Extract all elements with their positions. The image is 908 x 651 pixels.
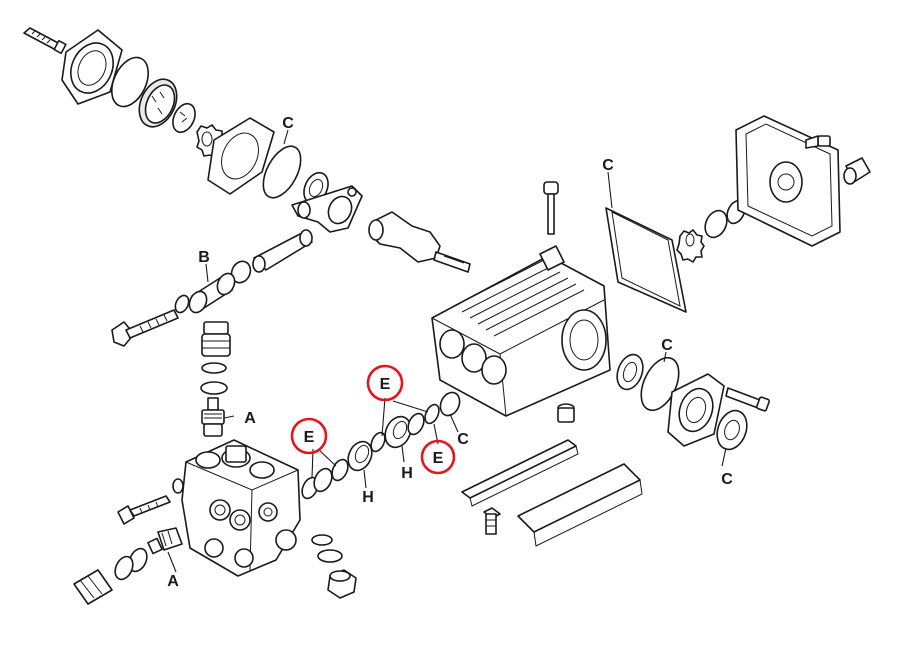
plunger-bolt — [111, 309, 179, 347]
highlight-circles — [290, 364, 456, 475]
label-c-oil-seal: C — [721, 471, 733, 488]
bolt-top-left — [23, 27, 67, 55]
label-a-bottom: A — [167, 573, 179, 590]
o-ring-top-left — [111, 56, 149, 108]
label-h-left: H — [362, 489, 374, 506]
highlight-circle-e-2 — [290, 417, 328, 455]
o-ring-a-2 — [200, 381, 228, 395]
mounting-rail-2 — [517, 463, 643, 547]
label-c-right-ring: C — [661, 337, 673, 354]
oil-seal-c — [716, 409, 748, 451]
bearing-right — [616, 353, 644, 391]
drain-o-ring — [317, 549, 343, 563]
label-c-gasket: C — [602, 157, 614, 174]
gasket-c-rectangle — [605, 207, 687, 313]
bearing-cover-top-left — [61, 29, 123, 105]
seal-e-4 — [407, 412, 425, 436]
plunger-guide — [252, 229, 313, 273]
connecting-rod — [291, 185, 363, 233]
washer-b — [230, 260, 252, 284]
label-e-2: E — [304, 429, 315, 446]
highlight-circle-e-3 — [420, 439, 456, 475]
mounting-rail-1 — [461, 439, 579, 507]
rail-bolt — [483, 507, 501, 535]
bearing-flange — [667, 373, 725, 447]
label-b: B — [198, 249, 210, 266]
cover-plug — [843, 157, 871, 185]
valve-plug-top — [201, 321, 231, 357]
manifold-bolt — [117, 495, 171, 525]
drain-washer — [311, 534, 333, 546]
highlight-circle-e-1 — [366, 364, 404, 402]
shaft-seal-top-left — [172, 102, 196, 134]
crankshaft — [368, 211, 471, 273]
label-c-top: C — [282, 115, 294, 132]
crankcase — [431, 245, 611, 417]
valve-a-bottom — [147, 527, 183, 555]
label-e-3: E — [433, 450, 444, 467]
seal-e-5 — [424, 403, 440, 425]
o-ring-a-1 — [201, 362, 227, 374]
manifold-washer — [172, 478, 184, 494]
label-h-right: H — [401, 465, 413, 482]
valve-plug-bottom — [73, 569, 113, 605]
washer-small-b — [174, 294, 190, 314]
flange-bolt — [725, 387, 770, 412]
drain-plug — [327, 569, 357, 599]
seal-e-2 — [313, 467, 333, 493]
seal-h-right — [384, 415, 412, 449]
seal-h-left — [347, 440, 373, 472]
rear-cover — [735, 115, 841, 247]
valve-a-top — [201, 397, 225, 437]
dipstick — [543, 181, 559, 235]
lock-washer-right — [676, 229, 705, 263]
manifold-body — [181, 439, 301, 577]
cover-plate-top — [207, 117, 275, 195]
label-a-top: A — [244, 410, 256, 427]
seal-cap-top-left — [138, 78, 178, 128]
label-c-seal: C — [457, 431, 469, 448]
plunger-sleeve-b — [188, 272, 236, 314]
seal-c-ring — [439, 391, 461, 417]
o-ring-bottom-2 — [114, 555, 134, 581]
o-ring-c-top — [262, 145, 302, 199]
seal-right-1 — [704, 209, 728, 239]
sight-plug — [557, 403, 575, 423]
seal-ring-3 — [331, 458, 349, 482]
label-e-1: E — [380, 376, 391, 393]
cover-bolt — [805, 135, 831, 149]
